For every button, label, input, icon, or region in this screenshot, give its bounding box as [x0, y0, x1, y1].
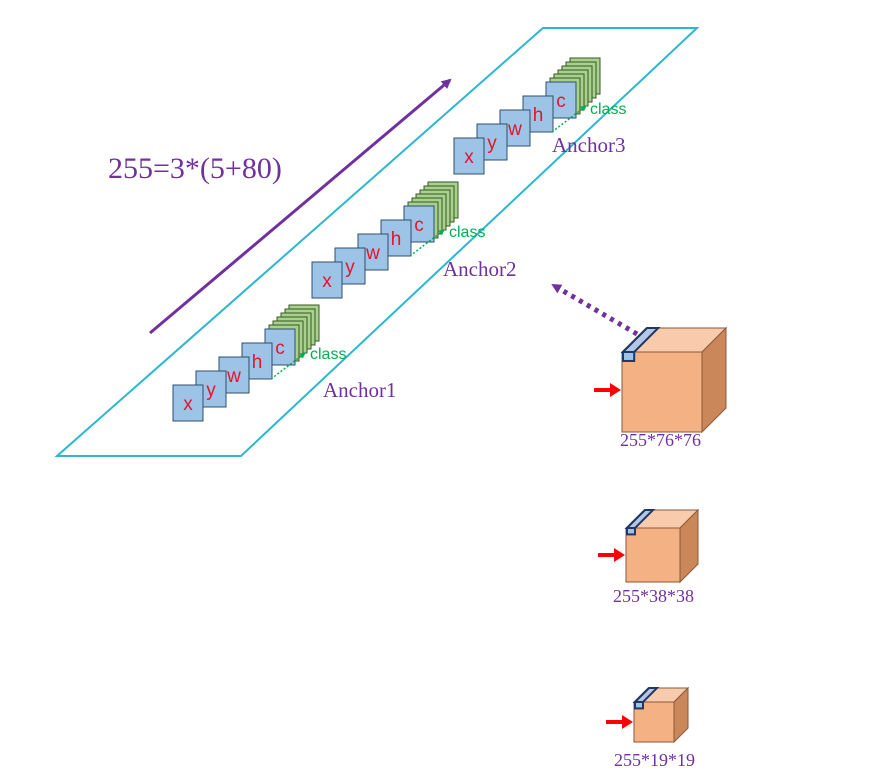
field-letter-y: y [345, 257, 355, 278]
anchor-label-2: Anchor2 [443, 257, 517, 281]
field-letter-x: x [322, 271, 332, 292]
input-arrow-head [610, 383, 621, 397]
field-letter-x: x [183, 394, 193, 415]
field-box-x [311, 261, 343, 299]
field-box-x [453, 137, 485, 175]
field-letter-y: y [206, 380, 216, 401]
class-label-2: class [449, 224, 486, 241]
class-label-1: class [310, 346, 347, 363]
feature-map-label-76: 255*76*76 [620, 430, 701, 450]
feature-map-cube-3 [606, 686, 690, 744]
cube-front [625, 527, 681, 583]
field-letter-c: c [556, 91, 566, 112]
class-label-3: class [590, 101, 627, 118]
feature-map-cube-1 [594, 326, 728, 434]
input-arrow-head [622, 715, 633, 729]
field-letter-y: y [487, 133, 497, 154]
anchor-label-1: Anchor1 [323, 378, 397, 402]
field-letter-w: w [365, 243, 380, 264]
field-letter-h: h [533, 105, 544, 126]
slice-front [634, 701, 644, 710]
input-arrow-head [614, 548, 625, 562]
class-arrow [409, 229, 445, 257]
field-letter-w: w [226, 366, 241, 387]
field-letter-c: c [275, 338, 285, 359]
anchor-label-3: Anchor3 [552, 133, 626, 157]
channel-formula: 255=3*(5+80) [108, 152, 282, 185]
slice-front [626, 527, 636, 536]
feature-map-cube-2 [598, 508, 700, 584]
slice-front [622, 351, 636, 362]
field-letter-h: h [252, 352, 263, 373]
feature-map-label-19: 255*19*19 [614, 750, 695, 770]
class-arrow [270, 352, 306, 380]
field-letter-c: c [414, 215, 424, 236]
anchor-plane [54, 27, 700, 457]
field-letter-h: h [391, 229, 402, 250]
class-arrow [551, 105, 587, 133]
slice-to-anchor-arrow [551, 282, 639, 337]
field-letter-w: w [507, 119, 522, 140]
direction-arrow [149, 78, 452, 335]
cube-front [621, 351, 703, 433]
field-box-x [172, 384, 204, 422]
feature-map-label-38: 255*38*38 [613, 586, 694, 606]
field-letter-x: x [464, 147, 474, 168]
